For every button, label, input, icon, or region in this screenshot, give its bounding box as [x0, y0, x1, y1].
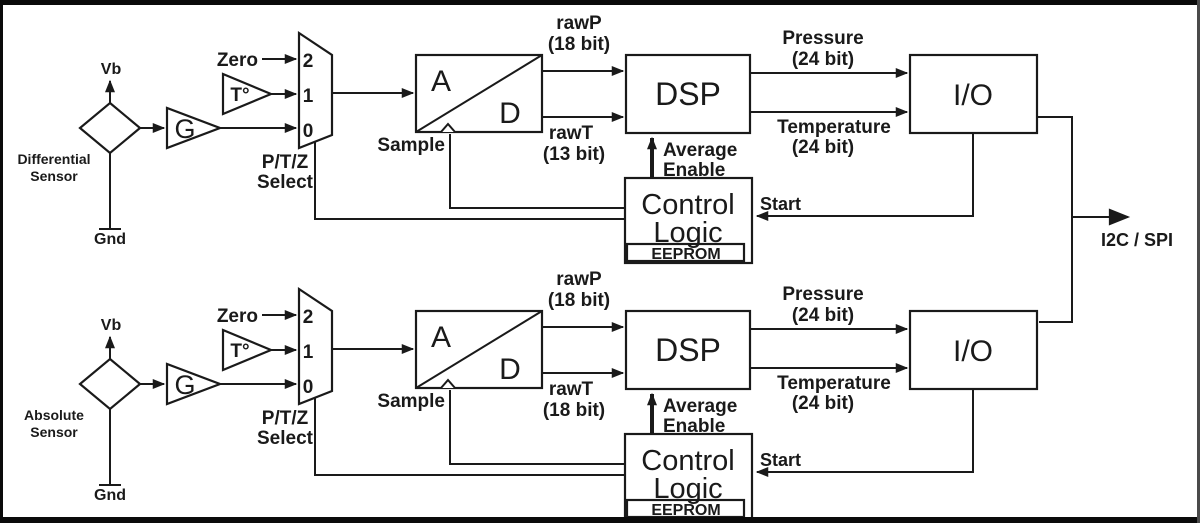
- gain-amplifier-triangle: [165, 106, 224, 150]
- dsp-box: [624, 309, 752, 391]
- average-enable-line1: Average: [663, 140, 737, 161]
- rawp-label-line2: (18 bit): [548, 34, 610, 55]
- io-box: [908, 309, 1039, 391]
- clock-caret: [440, 122, 456, 133]
- ptz-select-line2: Select: [257, 172, 314, 193]
- sensor-label-line2: Sensor: [30, 168, 78, 184]
- mux-input-1: 1: [303, 342, 314, 363]
- sensor-label-line1: Differential: [17, 151, 90, 167]
- dsp-label: DSP: [655, 76, 721, 112]
- zero-label: Zero: [217, 306, 258, 327]
- ptz-select-line2: Select: [257, 428, 314, 449]
- frame-left: [0, 0, 3, 523]
- rawt-label-line1: rawT: [549, 123, 594, 144]
- gain-label: G: [174, 370, 195, 400]
- dsp-box: [624, 53, 752, 135]
- start-label: Start: [760, 194, 801, 214]
- pressure-label-line2: (24 bit): [792, 49, 854, 70]
- adc-d-label: D: [499, 97, 521, 130]
- eeprom-box: [625, 242, 746, 263]
- gnd-label: Gnd: [94, 487, 126, 504]
- io-label: I/O: [953, 335, 993, 368]
- vb-label: Vb: [101, 61, 122, 78]
- frame-top: [0, 0, 1200, 5]
- select-feedback-wire: [314, 398, 625, 476]
- start-wire: [755, 134, 974, 221]
- control-logic-line2: Logic: [653, 473, 722, 505]
- mux-input-0: 0: [303, 377, 314, 398]
- channel-absolute: Vb Gnd Absolute Sensor G T° Zero 2 1 0 P…: [24, 269, 1039, 521]
- average-enable-line1: Average: [663, 396, 737, 417]
- adc-a-label: A: [431, 321, 451, 354]
- sensor-label-line1: Absolute: [24, 407, 84, 423]
- temperature-label-line1: Temperature: [777, 117, 891, 138]
- sample-label: Sample: [377, 135, 445, 156]
- select-feedback-wire: [314, 142, 625, 220]
- gnd-label: Gnd: [94, 231, 126, 248]
- temp-sensor-triangle: [221, 72, 274, 116]
- pressure-label-line1: Pressure: [782, 284, 863, 305]
- rawp-label-line2: (18 bit): [548, 290, 610, 311]
- mux-input-1: 1: [303, 86, 314, 107]
- sample-feedback-wire: [449, 134, 625, 209]
- io-bus-wire: [1037, 116, 1073, 323]
- frame-right: [1197, 0, 1200, 523]
- io-label: I/O: [953, 79, 993, 112]
- mux-input-2: 2: [303, 51, 314, 72]
- temperature-label-line2: (24 bit): [792, 137, 854, 158]
- pressure-label-line2: (24 bit): [792, 305, 854, 326]
- i2c-spi-label: I2C / SPI: [1101, 230, 1173, 250]
- pressure-label-line1: Pressure: [782, 28, 863, 49]
- zero-label: Zero: [217, 50, 258, 71]
- temp-sensor-label: T°: [230, 85, 249, 106]
- adc-d-label: D: [499, 353, 521, 386]
- rawp-label-line1: rawP: [556, 269, 602, 290]
- temperature-label-line2: (24 bit): [792, 393, 854, 414]
- sample-feedback-wire: [449, 390, 625, 465]
- rawt-label-line1: rawT: [549, 379, 594, 400]
- start-wire: [755, 390, 974, 477]
- temp-sensor-label: T°: [230, 341, 249, 362]
- adc-a-label: A: [431, 65, 451, 98]
- output-bus: I2C / SPI: [1037, 116, 1173, 323]
- average-enable-line2: Enable: [663, 160, 725, 181]
- mux: [297, 30, 334, 150]
- ptz-select-line1: P/T/Z: [262, 408, 309, 429]
- gain-label: G: [174, 114, 195, 144]
- rawt-label-line2: (13 bit): [543, 144, 605, 165]
- adc-diagonal: [415, 310, 543, 389]
- control-logic-line1: Control: [641, 445, 735, 477]
- temp-sensor-triangle: [221, 328, 274, 372]
- eeprom-label: EEPROM: [651, 502, 720, 519]
- frame-bottom: [0, 517, 1200, 523]
- temperature-label-line1: Temperature: [777, 373, 891, 394]
- control-logic-line2: Logic: [653, 217, 722, 249]
- average-enable-line2: Enable: [663, 416, 725, 437]
- eeprom-label: EEPROM: [651, 246, 720, 263]
- rawp-label-line1: rawP: [556, 13, 602, 34]
- mux: [297, 286, 334, 406]
- gain-amplifier-triangle: [165, 362, 224, 406]
- sample-label: Sample: [377, 391, 445, 412]
- ptz-select-line1: P/T/Z: [262, 152, 309, 173]
- rawt-label-line2: (18 bit): [543, 400, 605, 421]
- wires-and-shapes: [78, 30, 1039, 265]
- sensor-label-line2: Sensor: [30, 424, 78, 440]
- mux-input-0: 0: [303, 121, 314, 142]
- io-box: [908, 53, 1039, 135]
- channel-differential: Vb Gnd Differential Sensor G T° Zero 2 1…: [17, 13, 1039, 265]
- clock-caret: [440, 378, 456, 389]
- control-logic-line1: Control: [641, 189, 735, 221]
- start-label: Start: [760, 450, 801, 470]
- wires-and-shapes: [78, 286, 1039, 521]
- dsp-label: DSP: [655, 332, 721, 368]
- mux-input-2: 2: [303, 307, 314, 328]
- adc-diagonal: [415, 54, 543, 133]
- vb-label: Vb: [101, 317, 122, 334]
